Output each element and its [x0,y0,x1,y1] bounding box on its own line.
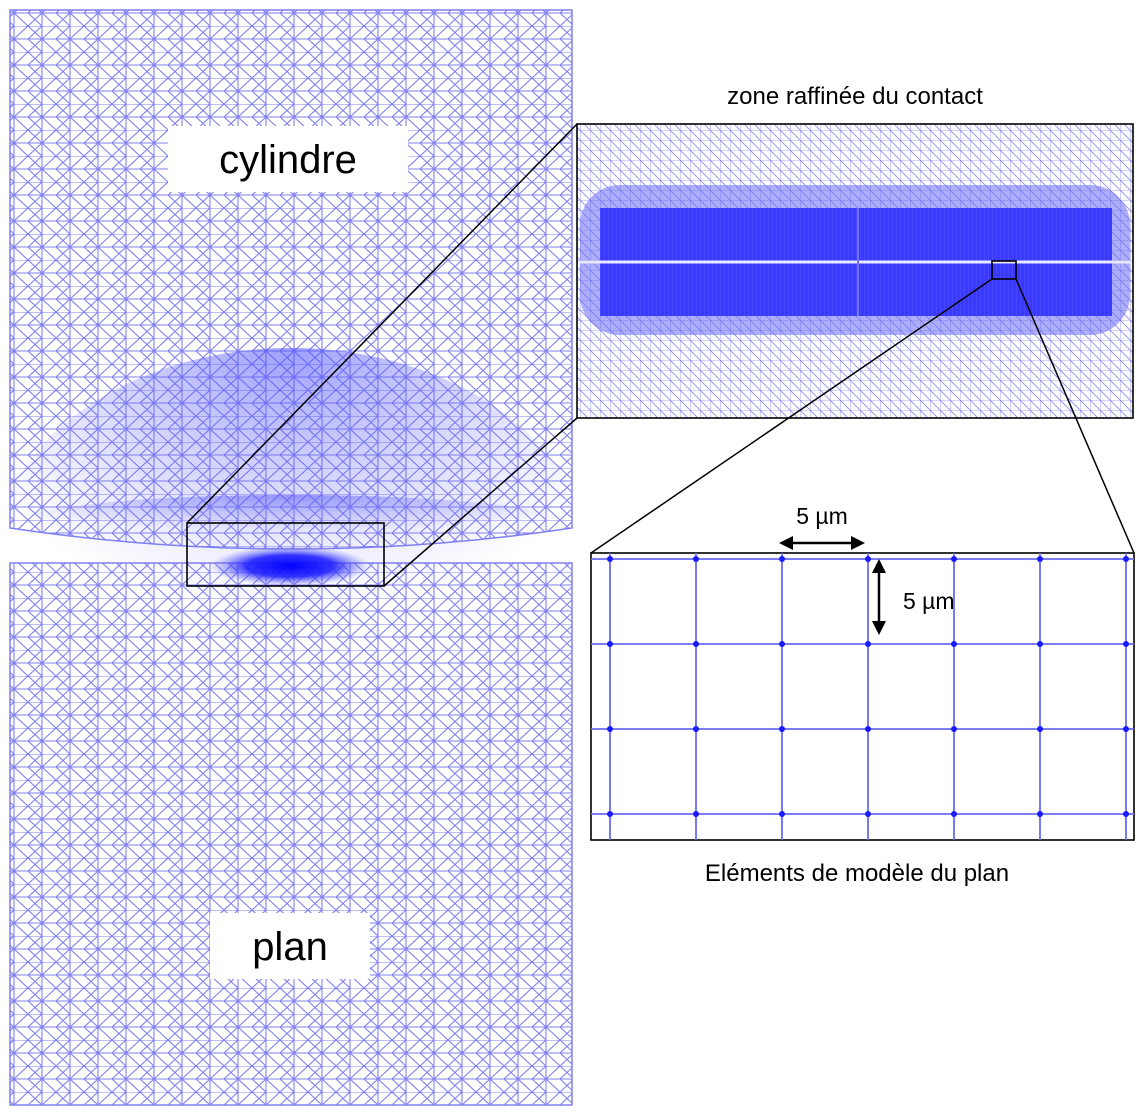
cylinder-label: cylindre [219,138,357,182]
zoom-title: zone raffinée du contact [727,83,983,110]
element-panel-frame [590,552,1135,841]
element-grid [591,553,1134,840]
horizontal-dimension-label: 5 µm [796,503,848,529]
cylinder-label-box [168,126,408,192]
element-connector-right [1015,278,1135,554]
element-selection-box [991,260,1017,280]
contact-dense-zone [210,546,370,586]
vertical-dimension-label: 5 µm [903,588,955,614]
zoom-connector-top [186,123,578,524]
plane-mesh [0,348,591,1106]
contact-zone-box [186,522,385,587]
element-caption: Eléments de modèle du plan [705,860,1009,887]
zoom-panel-frame [576,123,1134,419]
vertical-dimension-arrow [872,559,886,635]
plane-label: plan [252,925,328,969]
zoom-connector-bottom [383,417,578,587]
plane-label-box [210,913,370,979]
zoom-panel [577,124,1133,418]
horizontal-dimension-arrow [779,536,865,550]
element-nodes [607,556,1129,817]
element-connector-left [590,278,993,554]
